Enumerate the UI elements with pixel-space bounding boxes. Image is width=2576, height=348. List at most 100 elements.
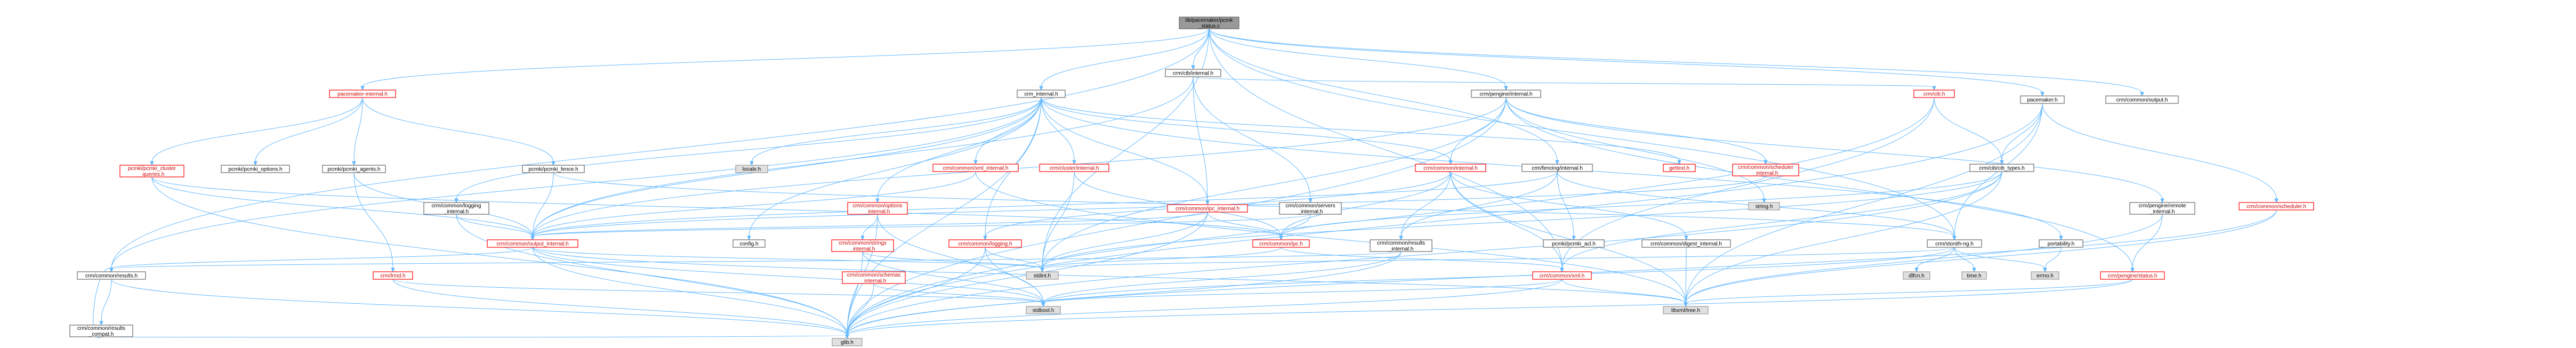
edge-pcmki_agents-to-crm_lrmd_h <box>353 172 395 273</box>
node-crm-cluster-internal[interactable]: crm/cluster/internal.h <box>1039 164 1109 172</box>
node-pcmki-cluster-queries[interactable]: pcmki/pcmki_cluster_queries.h <box>119 165 184 177</box>
edge-crm_cib_cib_types-to-crm_common_ipc_h <box>1279 171 2002 241</box>
node-label-line: _internal.h <box>1298 209 1323 215</box>
node-label-line: crm/common/schemas <box>847 272 901 278</box>
node-label-line: errno.h <box>2036 273 2054 279</box>
node-label-line: crm/common/servers <box>1285 203 1335 209</box>
node-crm-common-xml-internal[interactable]: crm/common/xml_internal.h <box>932 164 1019 172</box>
node-crm-stonith-ng[interactable]: crm/stonith-ng.h <box>1927 239 1982 248</box>
edge-pacemaker_h-to-libxml_tree <box>1684 103 2043 307</box>
edge-crm_pengine_internal-to-crm_common_scheduler_internal <box>1506 97 1768 165</box>
edge-crm_internal-to-crm_common_logging_internal <box>454 97 1042 204</box>
edge-root-to-crm_pengine_internal <box>1209 28 1508 91</box>
edge-root-to-crm_fencing_internal <box>1209 28 1559 165</box>
node-libxml-tree: libxml/tree.h <box>1663 306 1709 314</box>
node-label-line: crm/common/scheduler.h <box>2247 204 2306 210</box>
node-portability-h[interactable]: portability.h <box>2039 239 2083 248</box>
node-crm-common-results-compat[interactable]: crm/common/results_compat.h <box>69 325 133 337</box>
node-crm-common-internal[interactable]: crm/common/internal.h <box>1415 164 1486 172</box>
node-crm-pengine-remote-internal[interactable]: crm/pengine/remote_internal.h <box>2129 202 2195 215</box>
edge-crm_internal-to-crm_common_ipc_internal <box>1041 97 1210 206</box>
edge-crm_stonith_ng-to-errno_h <box>1954 247 2047 273</box>
node-label-line: stdint.h <box>1034 273 1051 279</box>
edge-crm_common_scheduler_internal-to-crm_common_output_internal <box>530 175 1766 241</box>
node-label-line: _internal.h <box>2150 209 2175 215</box>
node-crm-common-xml-h[interactable]: crm/common/xml.h <box>1532 271 1592 280</box>
node-crm-common-output-h[interactable]: crm/common/output.h <box>2105 95 2179 104</box>
node-config-h[interactable]: config.h <box>732 239 766 248</box>
nodes-layer: lib/pacemaker/pcmk_status.c crm/cib/inter… <box>69 17 2314 346</box>
node-stdint-h: stdint.h <box>1026 271 1059 280</box>
edge-root-to-pacemaker_h <box>1209 28 2044 97</box>
node-label-line: crm/common/results <box>1377 240 1425 246</box>
node-pacemaker-internal[interactable]: pacemaker-internal.h <box>329 90 396 98</box>
node-crm-common-digest-internal[interactable]: crm/common/digest_internal.h <box>1641 239 1731 248</box>
node-crm-cib-internal[interactable]: crm/cib/internal.h <box>1165 69 1221 77</box>
node-label-line: config.h <box>739 241 758 247</box>
edge-crm_common_ipc_h-to-stdint_h <box>1040 247 1282 273</box>
node-crm-fencing-internal[interactable]: crm/fencing/internal.h <box>1522 164 1593 172</box>
node-crm-common-strings-internal[interactable]: crm/common/strings_internal.h <box>831 239 894 252</box>
edge-crm_internal-to-config_h <box>747 97 1042 241</box>
node-crm-cib-cib-types[interactable]: crm/cib/cib_types.h <box>1969 164 2034 172</box>
edge-crm_common_internal-to-crm_common_results_internal <box>1399 171 1451 241</box>
edge-crm_common_ipc_internal-to-crm_common_output_internal <box>530 212 1208 241</box>
node-label-line: time.h <box>1967 273 1981 279</box>
node-crm-common-scheduler-internal[interactable]: crm/common/scheduler_internal.h <box>1732 164 1799 176</box>
node-label-line: crm/common/output_internal.h <box>496 241 568 247</box>
node-crm-cib-h[interactable]: crm/cib.h <box>1913 90 1955 98</box>
node-label-line: pcmki/pcmki_agents.h <box>328 167 381 173</box>
node-label-line: crm/common/xml.h <box>1540 273 1584 279</box>
node-label-line: pcmki/pcmki_acl.h <box>1552 241 1596 247</box>
node-crm-pengine-internal[interactable]: crm/pengine/internal.h <box>1471 90 1541 98</box>
node-string-h: string.h <box>1748 202 1780 211</box>
edge-crm_cib_internal-to-crm_cib_h <box>1193 76 1936 91</box>
edge-root-to-crm_common_output_h <box>1209 28 2144 97</box>
node-crm-pengine-status[interactable]: crm/pengine/status.h <box>2100 271 2165 280</box>
node-crm-common-scheduler-h[interactable]: crm/common/scheduler.h <box>2239 202 2314 211</box>
node-label-line: crm/common/scheduler <box>1738 165 1794 171</box>
edge-pacemaker_internal-to-pcmki_cluster_queries <box>150 97 363 166</box>
edge-crm_pengine_internal-to-glib_h <box>845 97 1507 339</box>
edge-crm_lrmd_h-to-glib_h <box>392 279 849 339</box>
edge-crm_pengine_remote_internal-to-crm_pengine_status <box>2130 214 2163 273</box>
node-label-line: crm/cluster/internal.h <box>1050 166 1099 172</box>
node-crm-internal[interactable]: crm_internal.h <box>1017 90 1066 98</box>
edge-crm_common_xml_h-to-glib_h <box>845 279 1563 339</box>
edge-crm_cib_cib_types-to-crm_common_xml_h <box>1560 171 2002 273</box>
node-label-line: _compat.h <box>88 331 114 337</box>
node-root[interactable]: lib/pacemaker/pcmk_status.c <box>1179 17 1239 29</box>
node-pcmki-fence[interactable]: pcmki/pcmki_fence.h <box>522 165 585 173</box>
node-crm-common-options-internal[interactable]: crm/common/options_internal.h <box>847 202 908 215</box>
node-label-line: crm/common/internal.h <box>1423 166 1478 172</box>
node-crm-common-logging-internal[interactable]: crm/common/logging_internal.h <box>423 202 489 215</box>
node-crm-common-output-internal[interactable]: crm/common/output_internal.h <box>487 239 578 248</box>
edge-crm_cib_internal-to-crm_common_servers_internal <box>1193 76 1313 204</box>
node-label-line: gettext.h <box>1669 166 1689 172</box>
node-pcmki-options[interactable]: pcmki/pcmki_options.h <box>221 165 290 173</box>
node-crm-common-servers-internal[interactable]: crm/common/servers_internal.h <box>1279 202 1342 215</box>
edge-crm_lrmd_h-to-stdbool_h <box>392 279 1045 307</box>
node-crm-common-ipc-internal[interactable]: crm/common/ipc_internal.h <box>1167 204 1248 213</box>
edge-crm_pengine_internal-to-crm_common_internal <box>1448 97 1507 165</box>
node-crm-common-schemas-internal[interactable]: crm/common/schemas_internal.h <box>842 271 906 284</box>
edge-portability_h-to-errno_h <box>2043 247 2062 273</box>
node-crm-common-ipc-h[interactable]: crm/common/ipc.h <box>1252 239 1310 248</box>
edge-crm_pengine_internal-to-crm_pengine_remote_internal <box>1506 97 2164 204</box>
node-label-line: crm/common/digest_internal.h <box>1651 241 1722 247</box>
node-crm-common-logging-h[interactable]: crm/common/logging.h <box>948 239 1022 248</box>
node-label-line: crm_internal.h <box>1024 92 1058 98</box>
edge-crm_common_results_h-to-glib_h <box>111 279 849 339</box>
node-pcmki-agents[interactable]: pcmki/pcmki_agents.h <box>322 165 386 173</box>
node-crm-common-results-h[interactable]: crm/common/results.h <box>77 271 146 280</box>
node-pacemaker-h[interactable]: pacemaker.h <box>2020 95 2065 104</box>
node-crm-common-results-internal[interactable]: crm/common/results_internal.h <box>1370 239 1432 252</box>
edge-root-to-crm_internal <box>1039 28 1210 91</box>
node-crm-lrmd-h[interactable]: crm/lrmd.h <box>373 271 413 280</box>
edges-layer <box>93 28 2279 339</box>
node-pcmki-pcmki-acl[interactable]: pcmki/pcmki_acl.h <box>1543 239 1605 248</box>
node-label-line: string.h <box>1756 204 1773 210</box>
node-label-line: crm/common/strings <box>839 240 887 246</box>
node-gettext-h[interactable]: gettext.h <box>1663 164 1696 172</box>
